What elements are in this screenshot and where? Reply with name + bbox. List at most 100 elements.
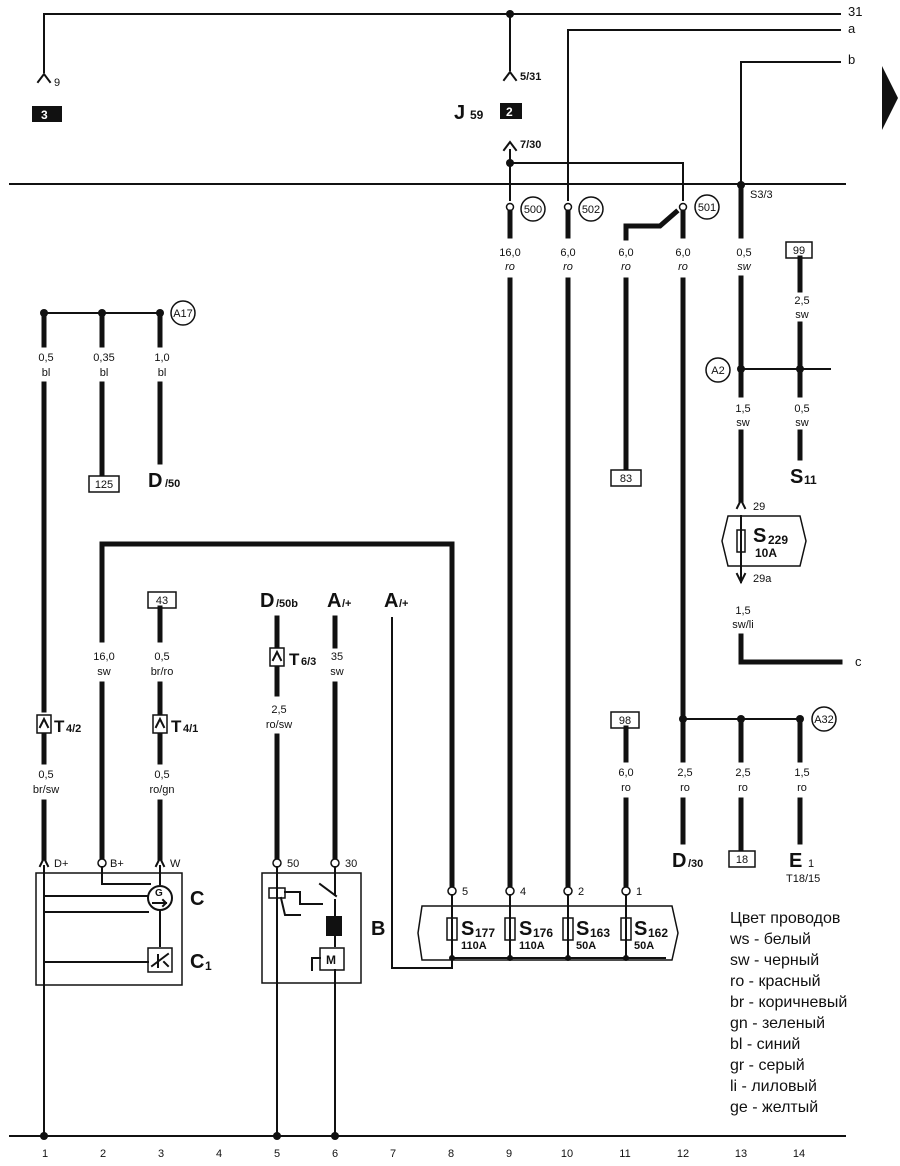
column-7: A /+ bbox=[384, 590, 453, 969]
wire-10-size: 6,0 bbox=[560, 247, 575, 259]
column-5: D /50b T 6/3 2,5 ro/sw bbox=[260, 590, 316, 861]
legend-title: Цвет проводов bbox=[730, 910, 841, 927]
wire-3a-size: 0,5 bbox=[154, 651, 169, 663]
wire-11-color: ro bbox=[621, 261, 631, 273]
fuse-4-pin: 1 bbox=[636, 886, 642, 898]
wire-3b-size: 0,5 bbox=[154, 769, 169, 781]
wire-3-top-size: 1,0 bbox=[154, 352, 169, 364]
s229-rating: 10A bbox=[755, 546, 777, 560]
wire-1-top-color: bl bbox=[42, 367, 51, 379]
col-num-13: 13 bbox=[735, 1148, 747, 1160]
d50b-main: D bbox=[260, 590, 274, 612]
relay-name: J bbox=[454, 102, 465, 124]
fuse-4-rating: 50A bbox=[634, 940, 654, 952]
pin-7-30-label: 7/30 bbox=[520, 139, 541, 151]
column-13-14-upper: 0,5 sw 99 2,5 sw A2 1,5 sw 0,5 sw S 11 2… bbox=[705, 185, 862, 669]
wire-11b-color: ro bbox=[621, 782, 631, 794]
s11-main: S bbox=[790, 466, 803, 488]
wire-12-size: 6,0 bbox=[675, 247, 690, 259]
next-page-arrow-icon bbox=[882, 66, 898, 130]
col-num-4: 4 bbox=[216, 1148, 222, 1160]
top-bus: 31 a b bbox=[9, 4, 862, 201]
fuse-4-sub: 162 bbox=[648, 926, 668, 940]
col-num-7: 7 bbox=[390, 1148, 396, 1160]
wire-2-top-color: bl bbox=[100, 367, 109, 379]
col-num-2: 2 bbox=[100, 1148, 106, 1160]
wire-color-legend: Цвет проводов ws - белый sw - черный ro … bbox=[730, 908, 900, 1118]
col-num-5: 5 bbox=[274, 1148, 280, 1160]
t42-sub: 4/2 bbox=[66, 723, 81, 735]
fuse-3-rating: 50A bbox=[576, 940, 596, 952]
s229-main: S bbox=[753, 525, 766, 547]
t63-main: T bbox=[289, 650, 300, 669]
gen-label-c1-sub: 1 bbox=[205, 959, 212, 973]
d30-main: D bbox=[672, 850, 686, 872]
fuse-1-main: S bbox=[461, 918, 474, 940]
a-plus-2-sub: /+ bbox=[399, 598, 408, 610]
pin-9-label: 9 bbox=[54, 77, 60, 89]
legend-item: ws - белый bbox=[730, 931, 811, 948]
wire-2-size: 16,0 bbox=[93, 651, 114, 663]
starter-m-symbol: M bbox=[326, 953, 336, 967]
main-power-wires: 16,0 ro 6,0 ro 6,0 ro 83 6,0 ro bbox=[499, 208, 691, 888]
t41-main: T bbox=[171, 717, 182, 736]
fuse-3-sub: 163 bbox=[590, 926, 610, 940]
pin-5-31-label: 5/31 bbox=[520, 71, 541, 83]
fuse-2-pin: 4 bbox=[520, 886, 526, 898]
d50-sub: /50 bbox=[165, 478, 180, 490]
a17-group: A17 0,5 bl 0,35 bl 125 1,0 bl D /50 bbox=[38, 300, 196, 713]
ref-83: 83 bbox=[620, 473, 632, 485]
wire-9-size: 16,0 bbox=[499, 247, 520, 259]
col-num-8: 8 bbox=[448, 1148, 454, 1160]
wire-13d-size: 2,5 bbox=[735, 767, 750, 779]
wire-6-color: sw bbox=[330, 666, 344, 678]
wire-2-color: sw bbox=[97, 666, 111, 678]
gen-g-symbol: G bbox=[155, 888, 163, 899]
e1-sub: 1 bbox=[808, 858, 814, 870]
wire-11-size: 6,0 bbox=[618, 247, 633, 259]
gen-pin-dplus: D+ bbox=[54, 858, 68, 870]
wire-13b-size: 1,5 bbox=[735, 403, 750, 415]
col-num-1: 1 bbox=[42, 1148, 48, 1160]
wire-1-bot-color: br/sw bbox=[33, 784, 59, 796]
conn-a2: A2 bbox=[711, 365, 724, 377]
fuse-2-sub: 176 bbox=[533, 926, 553, 940]
wire-12b-size: 2,5 bbox=[677, 767, 692, 779]
s11-sub: 11 bbox=[804, 473, 817, 487]
legend-item: bl - синий bbox=[730, 1036, 801, 1053]
fuse-box: 5 S 177 110A 4 S 176 110A 2 S 163 50A 1 … bbox=[417, 886, 679, 961]
conn-a17: A17 bbox=[173, 308, 193, 320]
page-number-2: 2 bbox=[506, 105, 513, 119]
b-plus-feed: 16,0 sw bbox=[93, 541, 455, 888]
s229-pin-in: 29 bbox=[753, 501, 765, 513]
fuse-3-pin: 2 bbox=[578, 886, 584, 898]
wire-10-color: ro bbox=[563, 261, 573, 273]
wire-2-top-size: 0,35 bbox=[93, 352, 114, 364]
bus-label-31: 31 bbox=[848, 4, 862, 19]
bus-label-a: a bbox=[848, 21, 856, 36]
wire-13a-color: sw bbox=[737, 261, 752, 273]
col-num-12: 12 bbox=[677, 1148, 689, 1160]
wire-11b-size: 6,0 bbox=[618, 767, 633, 779]
legend-item: sw - черный bbox=[730, 952, 820, 969]
wire-13c-color: sw/li bbox=[732, 619, 753, 631]
wire-14b-color: sw bbox=[795, 417, 809, 429]
column-6: A /+ 35 sw bbox=[327, 590, 351, 861]
col-num-3: 3 bbox=[158, 1148, 164, 1160]
wire-5-color: ro/sw bbox=[266, 719, 292, 731]
ref-43: 43 bbox=[156, 595, 168, 607]
wire-5-size: 2,5 bbox=[271, 704, 286, 716]
wire-12-color: ro bbox=[678, 261, 688, 273]
s229-sub: 229 bbox=[768, 533, 788, 547]
wire-14b-size: 0,5 bbox=[794, 403, 809, 415]
fuse-1-pin: 5 bbox=[462, 886, 468, 898]
conn-501: 501 bbox=[698, 202, 716, 214]
ground-bus bbox=[9, 1132, 846, 1140]
starter-pin-50: 50 bbox=[287, 858, 299, 870]
wire-13a-size: 0,5 bbox=[736, 247, 751, 259]
column-numbers: 1 2 3 4 5 6 7 8 9 10 11 12 13 14 bbox=[42, 1148, 805, 1160]
wire-3-top-color: bl bbox=[158, 367, 167, 379]
a-plus-1-main: A bbox=[327, 590, 341, 612]
column-3-lower: 43 0,5 br/ro T 4/1 0,5 ro/gn bbox=[147, 591, 198, 861]
col-num-14: 14 bbox=[793, 1148, 805, 1160]
